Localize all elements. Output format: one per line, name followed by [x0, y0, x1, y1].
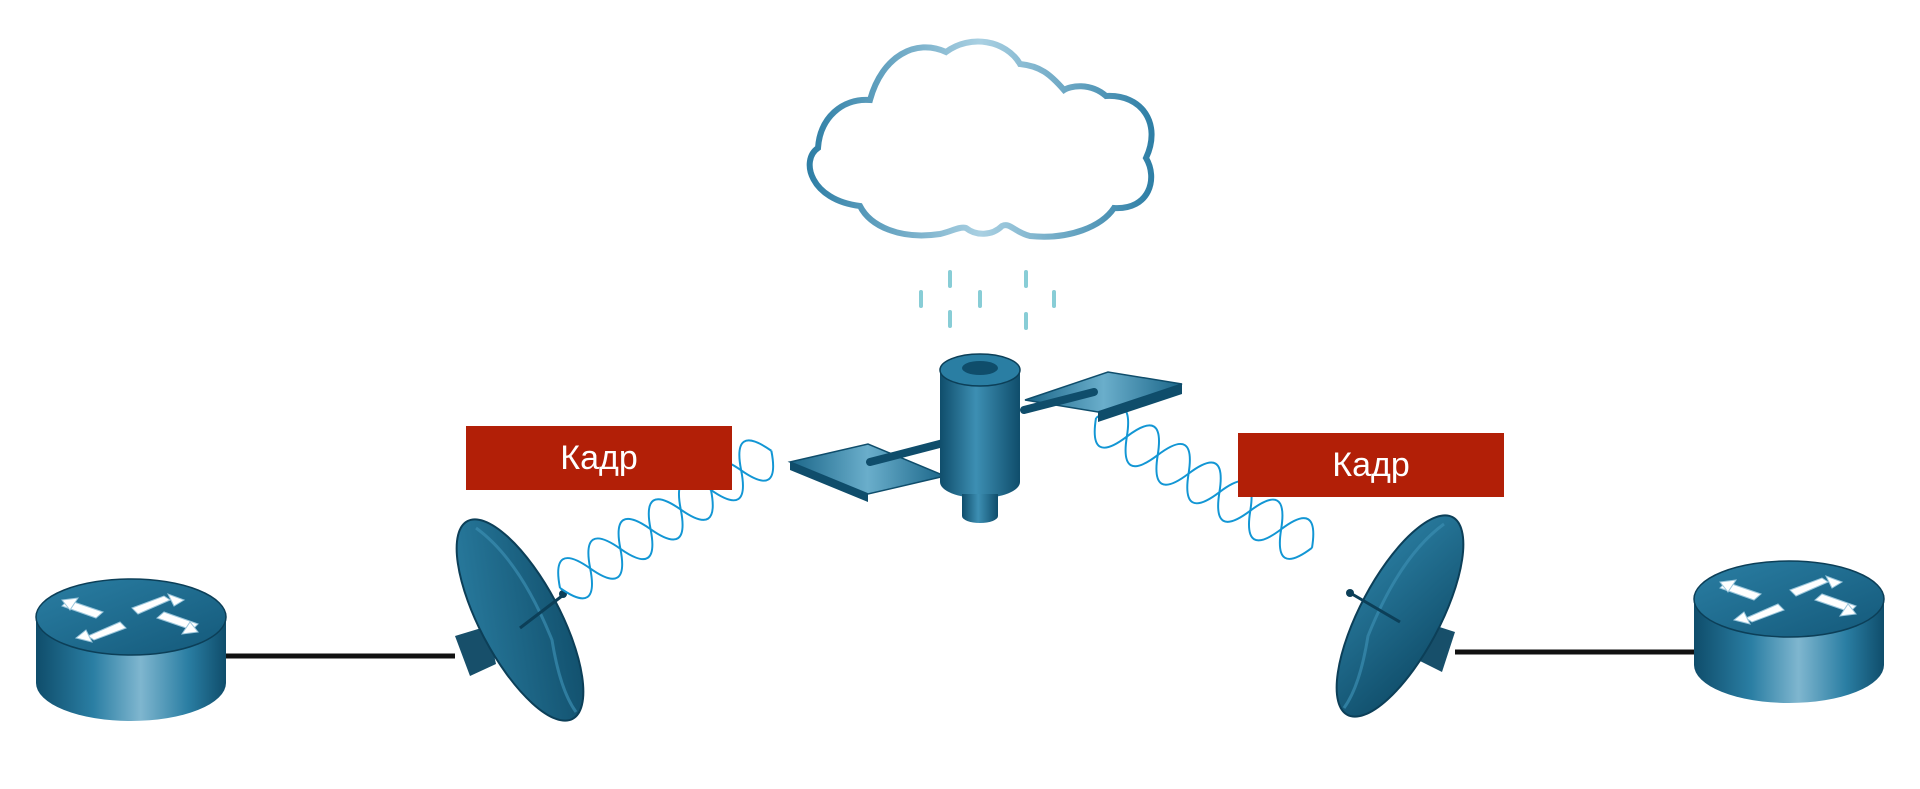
rain-icon — [919, 270, 1056, 330]
satellite-dish-left[interactable] — [432, 502, 608, 737]
cloud-icon — [806, 38, 1155, 240]
satellite-dish-icon — [455, 518, 585, 722]
router-icon — [1693, 560, 1885, 703]
router-left[interactable] — [35, 578, 227, 721]
satellite-dish-icon — [1335, 514, 1465, 718]
signal-wave-right — [1093, 406, 1315, 560]
frame-label-left: Кадр — [466, 426, 732, 490]
signal-wave-left — [557, 439, 775, 600]
router-icon — [35, 578, 227, 721]
router-right[interactable] — [1693, 560, 1885, 703]
satellite-icon — [787, 353, 1183, 523]
satellite-dish-right[interactable] — [1312, 498, 1488, 733]
frame-label-right: Кадр — [1238, 433, 1504, 497]
satellite[interactable] — [787, 353, 1183, 523]
